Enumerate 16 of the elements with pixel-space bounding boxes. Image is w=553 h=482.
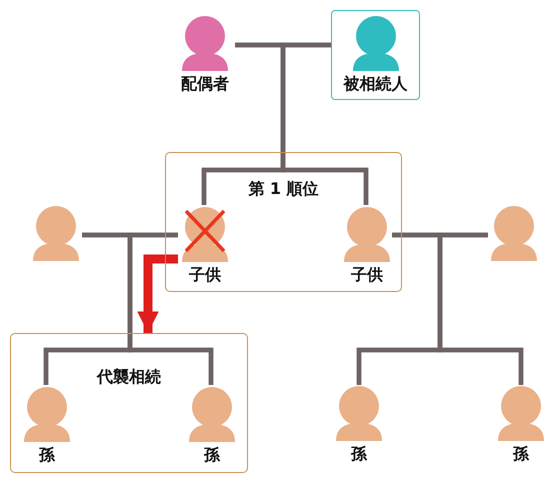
person-label: 配偶者: [181, 74, 229, 93]
group-title: 第 1 順位: [248, 179, 319, 200]
highlight-frame: [331, 10, 420, 100]
person-label: 孫: [351, 444, 367, 463]
group-frame: [165, 152, 402, 292]
person-label: 孫: [204, 445, 220, 464]
family-line: [280, 42, 368, 205]
family-line: [438, 232, 524, 385]
family-line: [128, 232, 214, 385]
person-label: 子供: [189, 265, 221, 284]
group-title: 代襲相続: [97, 367, 161, 388]
group-frame: [10, 333, 248, 473]
person-label: 孫: [39, 445, 55, 464]
person-label: 孫: [513, 444, 529, 463]
person-label: 子供: [351, 265, 383, 284]
person-label: 被相続人: [344, 74, 408, 93]
